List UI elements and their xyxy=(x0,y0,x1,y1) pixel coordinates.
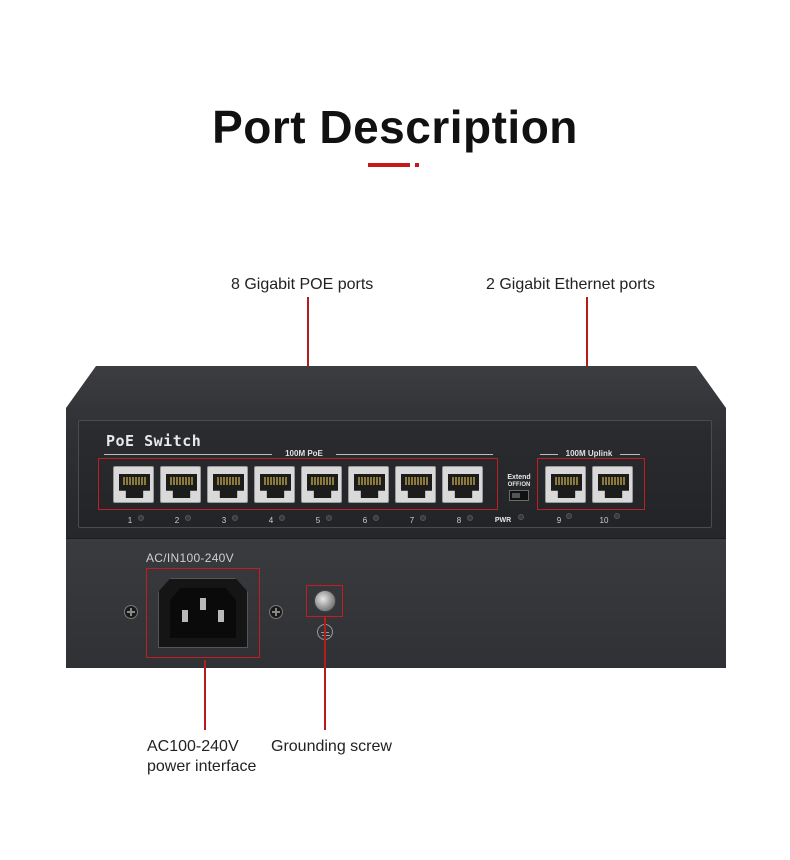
poe-port-2[interactable] xyxy=(160,466,201,503)
port-number: 3 xyxy=(221,516,227,525)
port-led xyxy=(614,513,620,519)
extend-state-label: OFF/ON xyxy=(507,482,531,488)
uplink-port-9[interactable] xyxy=(545,466,586,503)
port-led xyxy=(185,515,191,521)
port-led xyxy=(373,515,379,521)
power-callout-line2: power interface xyxy=(147,758,257,775)
power-pin xyxy=(218,610,224,622)
grounding-screw-icon[interactable] xyxy=(314,590,336,612)
poe-group-label: 100M PoE xyxy=(285,449,323,458)
port-number: 9 xyxy=(556,516,562,525)
grounding-leader xyxy=(324,617,326,730)
uplink-port-10[interactable] xyxy=(592,466,633,503)
port-led xyxy=(138,515,144,521)
poe-port-8[interactable] xyxy=(442,466,483,503)
uplink-ports-highlight xyxy=(537,458,645,510)
page-title: Port Description xyxy=(212,101,578,153)
port-led xyxy=(420,515,426,521)
extend-toggle-switch[interactable] xyxy=(509,490,529,501)
uplink-group-label: 100M Uplink xyxy=(565,449,613,458)
poe-port-5[interactable] xyxy=(301,466,342,503)
poe-ports-callout: 8 Gigabit POE ports xyxy=(231,276,374,293)
poe-port-1[interactable] xyxy=(113,466,154,503)
port-number: 10 xyxy=(599,516,609,525)
poe-port-7[interactable] xyxy=(395,466,436,503)
brand-label: PoE Switch xyxy=(106,432,202,450)
grounding-callout: Grounding screw xyxy=(271,738,392,755)
port-number: 6 xyxy=(362,516,368,525)
poe-ports-highlight xyxy=(98,458,498,510)
port-number: 7 xyxy=(409,516,415,525)
extend-label: Extend xyxy=(507,474,531,481)
ac-input-label: AC/IN100-240V xyxy=(146,551,234,565)
poe-group-line-right xyxy=(336,454,493,455)
port-number: 5 xyxy=(315,516,321,525)
power-callout-line1: AC100-240V xyxy=(147,738,239,755)
port-led xyxy=(279,515,285,521)
title-underline-dot xyxy=(415,163,419,167)
poe-port-4[interactable] xyxy=(254,466,295,503)
poe-group-line-left xyxy=(104,454,272,455)
poe-port-6[interactable] xyxy=(348,466,389,503)
grounding-highlight xyxy=(306,585,343,617)
port-number: 2 xyxy=(174,516,180,525)
power-interface-highlight xyxy=(146,568,260,658)
power-pin xyxy=(182,610,188,622)
power-pin xyxy=(200,598,206,610)
port-number: 1 xyxy=(127,516,133,525)
power-leader xyxy=(204,660,206,730)
port-led xyxy=(232,515,238,521)
mounting-screw-icon xyxy=(124,605,138,619)
uplink-ports-callout: 2 Gigabit Ethernet ports xyxy=(486,276,655,293)
port-led xyxy=(566,513,572,519)
port-number: 8 xyxy=(456,516,462,525)
title-underline xyxy=(368,163,410,167)
uplink-group-line-right xyxy=(620,454,640,455)
port-led xyxy=(326,515,332,521)
port-number: 4 xyxy=(268,516,274,525)
poe-port-3[interactable] xyxy=(207,466,248,503)
mounting-screw-icon xyxy=(269,605,283,619)
port-led xyxy=(467,515,473,521)
power-socket-inner xyxy=(170,588,236,638)
pwr-led xyxy=(518,514,524,520)
pwr-label: PWR xyxy=(494,517,512,524)
uplink-group-line-left xyxy=(540,454,558,455)
